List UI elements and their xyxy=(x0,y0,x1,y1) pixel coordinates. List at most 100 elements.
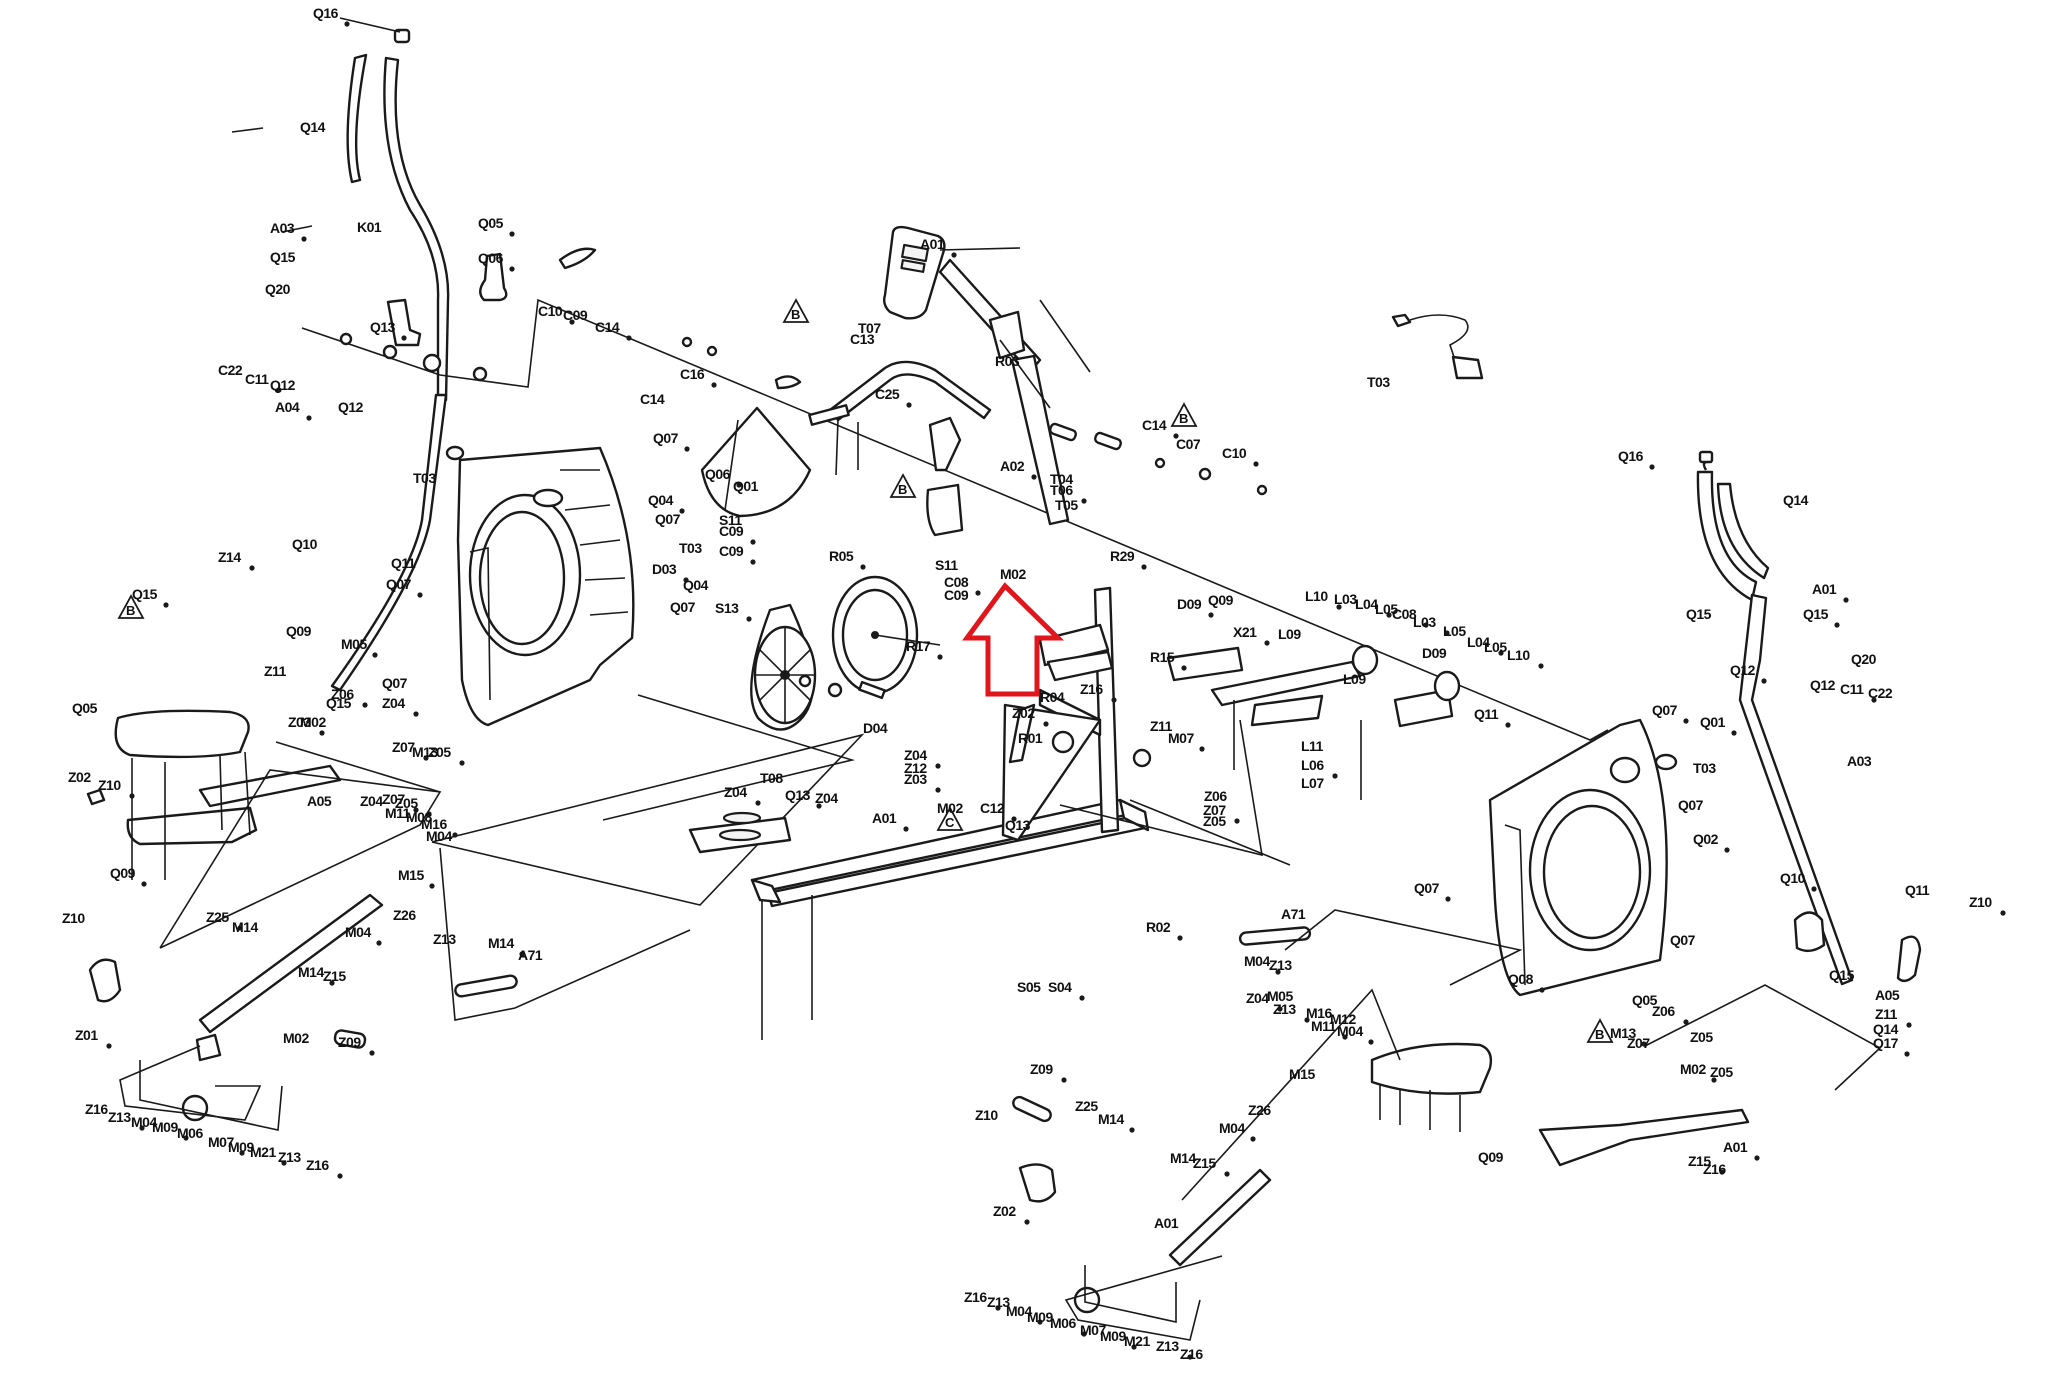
fastener-dot xyxy=(1031,474,1037,480)
part-label: C07 xyxy=(1176,436,1201,452)
part-label: Q15 xyxy=(326,695,352,711)
part-label: R04 xyxy=(1040,689,1065,705)
part-label: Q16 xyxy=(313,5,339,21)
fastener-dot xyxy=(1181,665,1187,671)
part-label: K01 xyxy=(357,219,382,235)
part-label: S05 xyxy=(1017,979,1041,995)
part-label: L05 xyxy=(1484,639,1507,655)
fastener-dot xyxy=(1224,1171,1230,1177)
part-label: Q14 xyxy=(1783,492,1809,508)
fastener-dot xyxy=(684,446,690,452)
part-label: C13 xyxy=(850,331,875,347)
part-label: T07 xyxy=(858,320,881,336)
part-label: M11 xyxy=(1311,1018,1337,1034)
part-label: L09 xyxy=(1278,626,1301,642)
left-rail-arm xyxy=(198,893,384,1034)
part-label: Q09 xyxy=(1208,592,1234,608)
part-label: A01 xyxy=(920,236,945,252)
right-pedal-arm xyxy=(1012,911,1922,1314)
part-label: C22 xyxy=(218,362,243,378)
fastener-dot xyxy=(452,832,458,838)
fastener-dot xyxy=(1342,1034,1348,1040)
fastener-dot xyxy=(141,881,147,887)
fastener-dot xyxy=(1129,1127,1135,1133)
part-label: Q13 xyxy=(370,319,396,335)
part-label: M16 xyxy=(421,816,447,832)
part-label: R05 xyxy=(829,548,854,564)
fastener-dot xyxy=(1011,816,1017,822)
part-label: Z15 xyxy=(323,968,346,984)
part-label: T05 xyxy=(1055,497,1078,513)
left-roller-cover xyxy=(88,958,122,1003)
fastener-dot xyxy=(1539,987,1545,993)
part-label: Q07 xyxy=(1678,797,1704,813)
fastener-dot xyxy=(344,21,350,27)
highlight-arrow xyxy=(962,582,1065,697)
rear-stabilizer xyxy=(688,811,813,1040)
part-label: Q06 xyxy=(705,466,731,482)
fastener-dots xyxy=(106,21,2006,1360)
part-label: Z09 xyxy=(1030,1061,1053,1077)
part-label: M02 xyxy=(937,800,963,816)
fastener-dot xyxy=(750,559,756,565)
part-label: L03 xyxy=(1413,614,1436,630)
left-upper-handlebar xyxy=(383,56,450,402)
part-label: M09 xyxy=(1100,1328,1126,1344)
fastener-dot xyxy=(903,826,909,832)
part-label: M05 xyxy=(1267,988,1293,1004)
part-label: Z13 xyxy=(433,931,456,947)
part-label: M09 xyxy=(228,1139,254,1155)
part-label: Z10 xyxy=(62,910,85,926)
part-label: Q07 xyxy=(1414,880,1440,896)
part-label: M14 xyxy=(1098,1111,1124,1127)
svg-text:B: B xyxy=(898,482,907,497)
part-label: M04 xyxy=(426,828,452,844)
part-label: M21 xyxy=(1124,1333,1150,1349)
fastener-dot xyxy=(329,980,335,986)
fastener-dot xyxy=(1444,630,1450,636)
part-label: Z02 xyxy=(1012,705,1035,721)
part-label: D04 xyxy=(863,720,888,736)
part-label: Q12 xyxy=(1810,677,1836,693)
left-end-cap xyxy=(393,28,411,44)
part-label: Z04 xyxy=(382,695,405,711)
fastener-dot xyxy=(1683,718,1689,724)
part-label: Q20 xyxy=(1851,651,1877,667)
fastener-dot xyxy=(711,382,717,388)
fastener-dot xyxy=(1641,1041,1647,1047)
fastener-dot xyxy=(860,564,866,570)
part-label: Z04 xyxy=(904,747,927,763)
part-label: M12 xyxy=(1330,1011,1356,1027)
part-label: M02 xyxy=(300,714,326,730)
part-label: M13 xyxy=(1610,1025,1636,1041)
fastener-dot xyxy=(1208,612,1214,618)
part-label: Q07 xyxy=(653,430,679,446)
part-label: Q09 xyxy=(110,865,136,881)
console-display xyxy=(901,243,929,263)
part-label: C08 xyxy=(944,574,969,590)
fastener-dot xyxy=(1761,678,1767,684)
console-mast xyxy=(1010,354,1070,526)
left-side-cover xyxy=(445,445,635,727)
part-label: M14 xyxy=(232,919,258,935)
part-label: Z07 xyxy=(392,739,415,755)
part-label: Z16 xyxy=(1080,681,1103,697)
warning-triangle: B xyxy=(1170,402,1198,427)
part-label: D09 xyxy=(1177,596,1202,612)
fastener-dot xyxy=(935,763,941,769)
part-label: Q07 xyxy=(382,675,408,691)
fastener-dot xyxy=(937,654,943,660)
part-label: S11 xyxy=(719,512,742,528)
fastener-dot xyxy=(139,1125,145,1131)
fastener-dot xyxy=(1386,612,1392,618)
part-label: Q04 xyxy=(683,577,709,593)
fastener-dot xyxy=(1904,1051,1910,1057)
part-label: M06 xyxy=(1050,1315,1076,1331)
part-label: Q11 xyxy=(391,555,416,571)
fastener-dot xyxy=(163,602,169,608)
drive-belt-and-pulley xyxy=(750,575,941,731)
part-label: Q07 xyxy=(386,576,412,592)
part-label: M02 xyxy=(1000,566,1026,582)
fastener-dot xyxy=(1277,1006,1283,1012)
